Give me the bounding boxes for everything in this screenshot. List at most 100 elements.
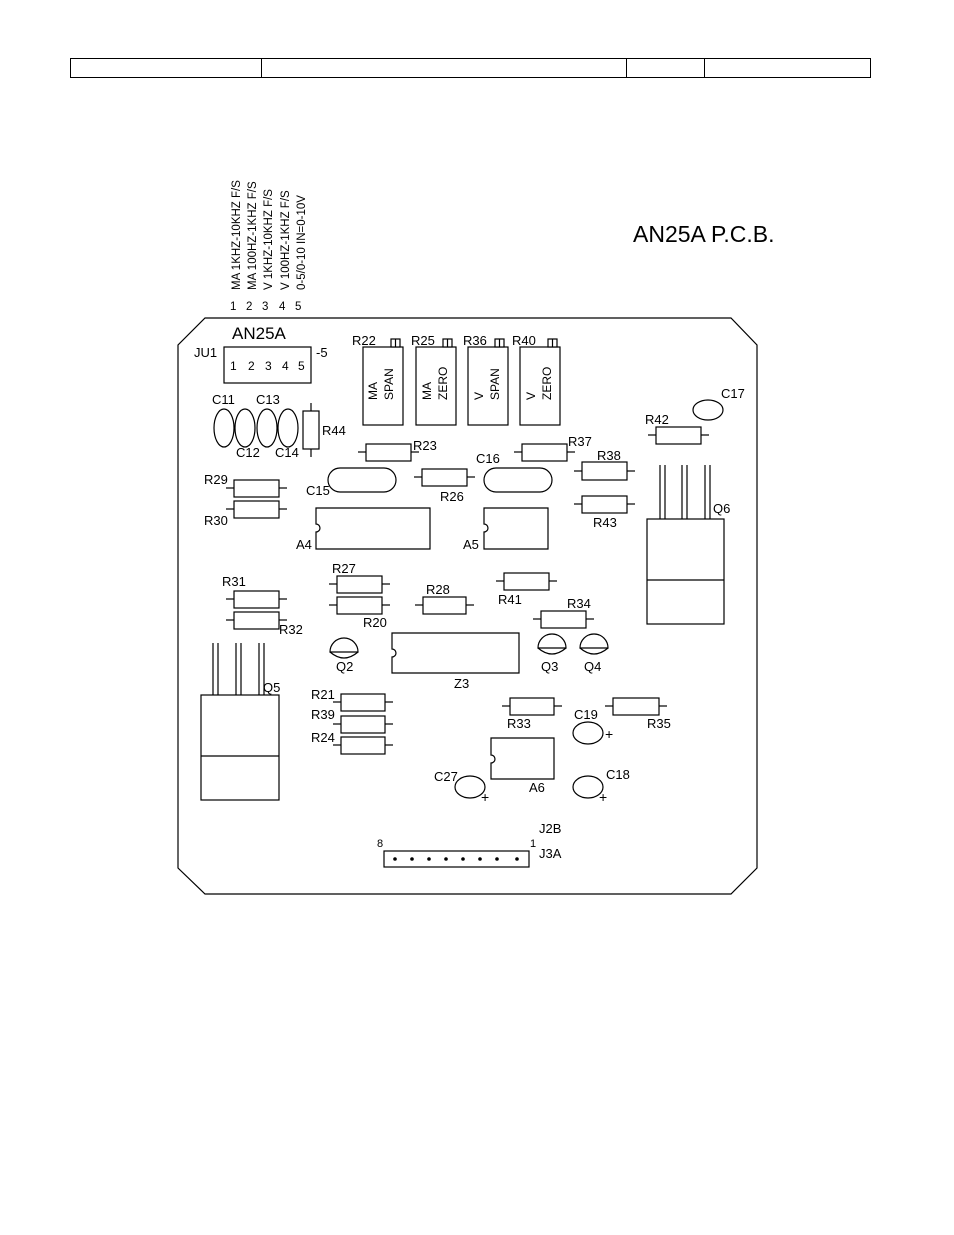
pot-text: SPAN xyxy=(382,368,396,400)
jumper-body xyxy=(223,346,312,384)
pot-text: ZERO xyxy=(540,367,554,400)
title-block-cell xyxy=(71,59,262,77)
component-label: R26 xyxy=(440,489,464,504)
resistor-body xyxy=(521,443,568,462)
resistor-body xyxy=(336,575,383,594)
legend-number: 5 xyxy=(295,301,301,313)
component-label: R28 xyxy=(426,582,450,597)
ic-a4: A4 xyxy=(296,507,431,552)
resistor-body xyxy=(233,500,280,519)
resistor-r29: R29 xyxy=(204,472,287,498)
resistor-r32: R32 xyxy=(226,611,303,637)
transistor-q3: Q3 xyxy=(537,633,567,674)
resistor-body xyxy=(340,693,386,712)
resistor-body xyxy=(233,611,280,630)
legend-number: 1 xyxy=(230,301,236,313)
component-label: Q5 xyxy=(263,680,280,695)
resistor-r41: R41 xyxy=(496,572,557,607)
pot-r22: R22 MA SPAN xyxy=(352,333,404,426)
component-label: R21 xyxy=(311,687,335,702)
component-label: C13 xyxy=(256,392,280,407)
pot-text: SPAN xyxy=(488,368,502,400)
ic-body xyxy=(315,507,431,550)
capacitor-c15: C15 xyxy=(306,467,397,498)
legend-line: V 100HZ-1KHZ F/S xyxy=(280,190,292,290)
legend-line: V 1KHZ-10KHZ F/S xyxy=(263,189,275,290)
component-label: R33 xyxy=(507,716,531,731)
connector-pin xyxy=(478,857,482,861)
component-label: C12 xyxy=(236,445,260,460)
connector-pin-label: 1 xyxy=(530,838,536,850)
pot-text: ZERO xyxy=(436,367,450,400)
component-label: R41 xyxy=(498,592,522,607)
resistor-r31: R31 xyxy=(222,574,287,609)
connector-pin xyxy=(410,857,414,861)
resistor-r28: R28 xyxy=(415,582,474,615)
component-label: Q2 xyxy=(336,659,353,674)
jumper-pin: 5 xyxy=(298,359,305,373)
legend-line: MA 1KHZ-10KHZ F/S xyxy=(231,180,243,290)
jumper-suffix: -5 xyxy=(316,345,328,360)
component-label: C11 xyxy=(212,392,235,407)
component-label: R44 xyxy=(322,423,346,438)
resistor-body xyxy=(509,697,555,716)
pot-r40: R40 V ZERO xyxy=(512,333,561,426)
connector-pin xyxy=(427,857,431,861)
ic-body xyxy=(483,507,549,550)
resistor-body xyxy=(340,736,386,755)
component-label: R24 xyxy=(311,730,335,745)
component-label: R32 xyxy=(279,622,303,637)
component-label: R40 xyxy=(512,333,536,348)
resistor-body xyxy=(233,590,280,609)
component-label: Q3 xyxy=(541,659,558,674)
capacitor-body xyxy=(572,775,604,799)
connector-body xyxy=(383,850,530,868)
transistor-body xyxy=(579,647,609,655)
component-label: J2B xyxy=(539,821,561,836)
capacitor-c17: C17 xyxy=(692,386,745,421)
board-outline xyxy=(177,317,758,895)
polarity-mark: + xyxy=(605,726,613,742)
pot-body xyxy=(362,346,404,426)
capacitor-body xyxy=(234,408,256,448)
resistor-body xyxy=(302,410,320,450)
pot-text: MA xyxy=(420,382,434,400)
transistor-body xyxy=(537,633,567,649)
transistor-body xyxy=(329,651,359,659)
resistor-body xyxy=(340,715,386,734)
resistor-r38: R38 xyxy=(574,448,635,481)
component-label: R30 xyxy=(204,513,228,528)
resistor-body xyxy=(581,461,628,481)
transistor-q6: Q6 xyxy=(646,465,730,625)
component-label: R31 xyxy=(222,574,246,589)
drawing-title: AN25A P.C.B. xyxy=(633,221,775,247)
capacitor-c27: C27 + xyxy=(434,769,489,805)
transistor-q2: Q2 xyxy=(329,637,359,674)
cap-group-c11-c14: C11 C12 C13 C14 xyxy=(212,392,299,460)
component-label: R42 xyxy=(645,412,669,427)
resistor-body xyxy=(421,468,468,487)
transistor-q4: Q4 xyxy=(579,633,609,674)
pot-body xyxy=(467,346,509,426)
legend-number: 4 xyxy=(279,301,286,313)
capacitor-body xyxy=(327,467,397,493)
ic-body xyxy=(391,632,520,674)
legend-line: MA 100HZ-1KHZ F/S xyxy=(247,181,259,290)
pot-body xyxy=(415,346,457,426)
transistor-q5: Q5 xyxy=(200,643,280,801)
resistor-r39: R39 xyxy=(311,707,393,734)
ic-body xyxy=(490,737,555,780)
legend-line: 0-5/0-10 IN=0-10V xyxy=(296,195,308,290)
component-label: A4 xyxy=(296,537,312,552)
transistor-body xyxy=(579,633,609,649)
jumper-pin: 4 xyxy=(282,359,289,373)
jumper-pin: 2 xyxy=(248,359,255,373)
legend-number: 2 xyxy=(246,301,252,313)
resistor-r43: R43 xyxy=(574,495,635,530)
ic-a6: A6 xyxy=(490,737,555,795)
pot-text: MA xyxy=(366,382,380,400)
connector-pin xyxy=(495,857,499,861)
polarity-mark: + xyxy=(481,789,489,805)
pot-body xyxy=(519,346,561,426)
resistor-r42: R42 xyxy=(645,412,709,445)
